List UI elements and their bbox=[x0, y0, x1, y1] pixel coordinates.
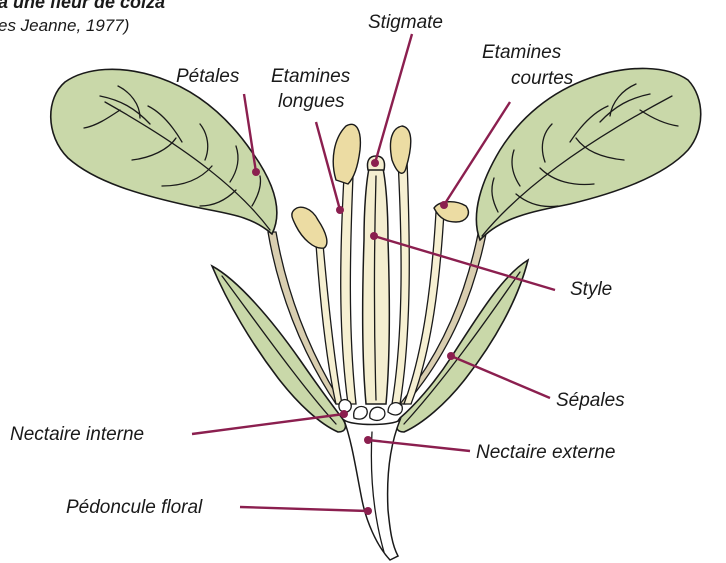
anther-left-short bbox=[292, 207, 327, 248]
label-nectaire-externe: Nectaire externe bbox=[476, 442, 615, 463]
label-sepales: Sépales bbox=[556, 390, 625, 411]
label-etamines-courtes-line1: Etamines bbox=[482, 42, 562, 63]
label-etamines-longues-line1: Etamines bbox=[271, 66, 351, 87]
label-stigmate: Stigmate bbox=[368, 12, 443, 33]
right-petal bbox=[476, 68, 700, 240]
pistil bbox=[363, 164, 390, 404]
label-petales: Pétales bbox=[176, 66, 240, 87]
label-pedoncule-floral: Pédoncule floral bbox=[66, 497, 203, 518]
anther-left-long bbox=[333, 124, 360, 184]
label-style: Style bbox=[570, 279, 612, 300]
label-etamines-courtes-line2: courtes bbox=[511, 68, 574, 89]
diagram-title: a une fleur de colza bbox=[0, 0, 165, 12]
label-etamines-longues-line2: longues bbox=[278, 91, 345, 112]
label-nectaire-interne: Nectaire interne bbox=[10, 424, 144, 445]
left-petal bbox=[51, 69, 277, 234]
diagram-source: es Jeanne, 1977) bbox=[0, 16, 129, 35]
